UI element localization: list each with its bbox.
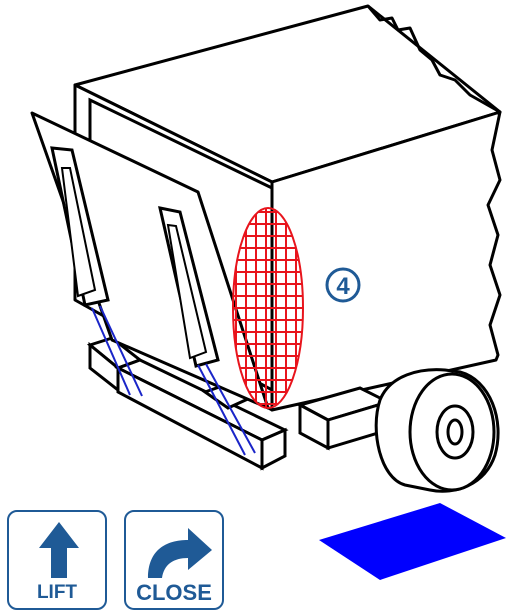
pallet-long-beam-end (260, 427, 287, 471)
strap-right-b (205, 363, 256, 454)
highlight-zone-outline (232, 207, 304, 409)
close-button-label: CLOSE (136, 580, 212, 605)
step-marker: 4 (325, 267, 361, 303)
close-button[interactable]: CLOSE (124, 510, 224, 610)
strap-left-b (99, 305, 143, 397)
strap-right-a (197, 364, 246, 456)
container-front-face (270, 110, 502, 412)
torn-edge (366, 5, 501, 114)
wheel-hub-inner (446, 418, 464, 446)
lift-button-label: LIFT (36, 582, 78, 603)
curved-arrow-right-icon (148, 528, 212, 578)
arrow-up-icon (39, 522, 79, 578)
target-pad (319, 503, 506, 580)
strap-left-a (91, 307, 131, 396)
lift-button[interactable]: LIFT (7, 510, 107, 610)
hinge-bracket-right-inner (166, 223, 208, 360)
hinge-bracket-left-inner (60, 167, 97, 298)
step-marker-label: 4 (336, 273, 350, 300)
